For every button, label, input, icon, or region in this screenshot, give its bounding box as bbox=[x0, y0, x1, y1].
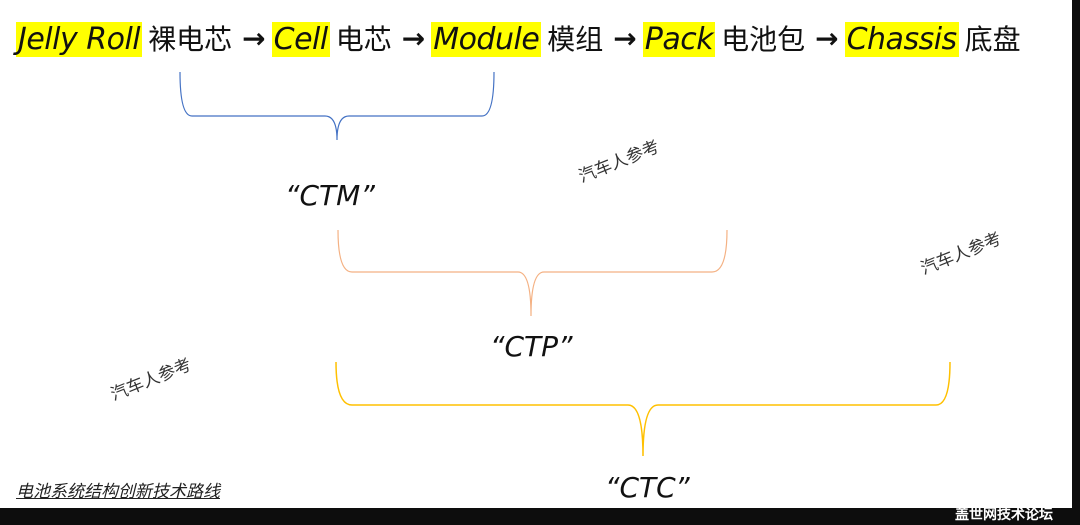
ctp-brace bbox=[337, 229, 728, 317]
ctm-label: “CTM” bbox=[285, 179, 375, 212]
chain-step-zh: 裸电芯 bbox=[148, 23, 233, 56]
chain-step-zh: 电池包 bbox=[721, 23, 806, 56]
ctc-label: “CTC” bbox=[605, 471, 690, 504]
chain-step-zh: 模组 bbox=[547, 23, 604, 56]
corner-watermark: 盖世网技术论坛 bbox=[955, 507, 1053, 523]
right-arrow-icon: → bbox=[242, 21, 266, 55]
right-arrow-icon: → bbox=[613, 21, 637, 55]
chain-step-en: Pack bbox=[642, 22, 716, 57]
caption: 电池系统结构创新技术路线 bbox=[16, 482, 220, 502]
chain-step-en: Jelly Roll bbox=[16, 22, 143, 57]
chain-step-en: Chassis bbox=[844, 22, 959, 57]
right-arrow-icon: → bbox=[815, 21, 839, 55]
chain-step-zh: 底盘 bbox=[964, 23, 1021, 56]
braces-layer bbox=[179, 71, 951, 457]
chain-step-en: Cell bbox=[271, 22, 330, 57]
ctm-brace bbox=[179, 71, 495, 141]
ctp-label: “CTP” bbox=[490, 330, 573, 363]
chain-step-zh: 电芯 bbox=[335, 23, 392, 56]
ctc-brace bbox=[335, 361, 951, 457]
right-arrow-icon: → bbox=[401, 21, 426, 55]
chain-step-en: Module bbox=[431, 22, 542, 57]
